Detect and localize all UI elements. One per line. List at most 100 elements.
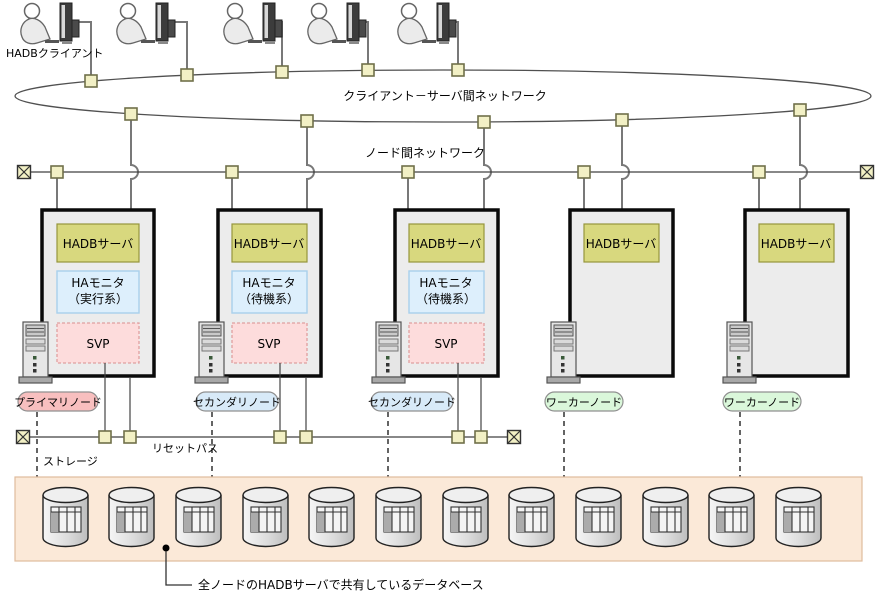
network-terminator-icon <box>15 429 31 445</box>
hadb-client-icon <box>223 2 283 45</box>
storage-label: ストレージ <box>43 455 98 468</box>
ha-monitor-label: HAモニタ <box>71 276 124 290</box>
role-badge-primary <box>17 391 99 412</box>
hadb-server-label: HADBサーバ <box>63 237 134 251</box>
ha-monitor-mode: （実行系） <box>68 291 128 306</box>
server-tower-icon <box>546 321 581 384</box>
role-badge-label: プライマリノード <box>14 396 102 409</box>
database-cylinder-icon <box>642 486 689 548</box>
network-connector <box>225 165 239 179</box>
storage-connections <box>36 412 741 477</box>
network-connector <box>124 107 138 121</box>
svp-box <box>56 322 140 364</box>
svp-label: SVP <box>86 337 109 351</box>
network-terminator-icon <box>506 429 522 445</box>
node-secondary-1: HADBサーバ HAモニタ （待機系） SVP <box>216 208 323 378</box>
network-connector <box>180 68 194 82</box>
network-connector <box>273 430 287 444</box>
database-cylinder-icon <box>575 486 622 548</box>
server-tower-icon <box>371 321 406 384</box>
hadb-server-label: HADBサーバ <box>761 237 832 251</box>
server-tower-icon <box>18 321 53 384</box>
hadb-client-icon <box>397 2 457 45</box>
hadb-server-box <box>231 223 308 263</box>
network-connector <box>401 165 415 179</box>
ha-monitor-mode: （待機系） <box>416 291 476 306</box>
ha-monitor-box <box>56 270 140 314</box>
node-worker-1: HADBサーバ <box>568 208 675 378</box>
svp-label: SVP <box>434 337 457 351</box>
node-network-drops <box>56 178 760 210</box>
ha-monitor-mode: （待機系） <box>239 291 299 306</box>
svp-label: SVP <box>257 337 280 351</box>
role-badge-worker <box>544 391 624 412</box>
reset-path-drops <box>104 363 482 431</box>
network-terminator-icon <box>859 164 875 180</box>
database-cylinder-icon <box>775 486 822 548</box>
node-primary: HADBサーバ HAモニタ （実行系） SVP <box>40 208 156 378</box>
network-terminator-icon <box>16 164 32 180</box>
network-connector <box>474 430 488 444</box>
database-cylinder-icon <box>42 486 89 548</box>
hadb-client-icon <box>20 2 80 45</box>
hadb-client-label: HADBクライアント <box>6 47 103 60</box>
hadb-server-label: HADBサーバ <box>234 237 305 251</box>
network-connector <box>361 63 375 77</box>
hadb-server-label: HADBサーバ <box>411 237 482 251</box>
network-connector <box>793 103 807 117</box>
network-connector <box>477 115 491 129</box>
role-badge-label: セカンダリノード <box>193 395 281 409</box>
role-badge-label: ワーカーノード <box>724 396 800 409</box>
network-connector <box>300 114 314 128</box>
database-cylinder-icon <box>108 486 155 548</box>
client-server-network-label: クライアント－サーバ間ネットワーク <box>343 89 546 103</box>
ha-monitor-label: HAモニタ <box>419 276 472 290</box>
shared-database-callout: 全ノードのHADBサーバで共有しているデータベース <box>198 577 484 592</box>
role-badge-secondary <box>370 391 454 412</box>
database-cylinder-icon <box>308 486 355 548</box>
hadb-server-box <box>408 223 485 263</box>
network-connector <box>98 430 112 444</box>
network-connector <box>299 430 313 444</box>
hadb-client-icon <box>307 2 367 45</box>
network-connector <box>615 113 629 127</box>
ha-monitor-label: HAモニタ <box>242 276 295 290</box>
network-connector <box>84 74 98 88</box>
ha-monitor-box <box>231 270 308 314</box>
role-badge-worker <box>722 391 802 412</box>
network-connector <box>577 165 591 179</box>
hadb-server-label: HADBサーバ <box>586 237 657 251</box>
node-worker-2: HADBサーバ <box>743 208 850 378</box>
hadb-server-box <box>583 223 660 263</box>
database-cylinder-icon <box>508 486 555 548</box>
ha-monitor-box <box>408 270 485 314</box>
hadb-server-box <box>758 223 835 263</box>
callout-line <box>165 551 192 586</box>
network-connector <box>752 165 766 179</box>
database-cylinder-icon <box>175 486 222 548</box>
network-connector <box>451 63 465 77</box>
svp-box <box>408 322 485 364</box>
network-connector <box>50 165 64 179</box>
database-cylinder-icon <box>375 486 422 548</box>
role-badge-label: ワーカーノード <box>546 396 622 409</box>
node-secondary-2: HADBサーバ HAモニタ （待機系） SVP <box>393 208 500 378</box>
client-server-network-ellipse <box>14 69 872 123</box>
role-badges: プライマリノード セカンダリノード セカンダリノード ワーカーノード ワーカーノ… <box>14 391 802 412</box>
reset-path-label: リセットパス <box>152 442 218 455</box>
callout-dot <box>162 544 170 552</box>
node-network-label: ノード間ネットワーク <box>365 146 485 160</box>
network-connector <box>123 430 137 444</box>
network-connector <box>451 430 465 444</box>
role-badge-label: セカンダリノード <box>368 395 456 409</box>
database-cylinder-icon <box>242 486 289 548</box>
server-tower-icon <box>194 321 229 384</box>
database-cylinder-icon <box>442 486 489 548</box>
network-connector <box>275 65 289 79</box>
database-cylinder-icon <box>708 486 755 548</box>
hadb-server-box <box>56 223 140 263</box>
svp-box <box>231 322 308 364</box>
hadb-client-icon <box>116 2 176 45</box>
